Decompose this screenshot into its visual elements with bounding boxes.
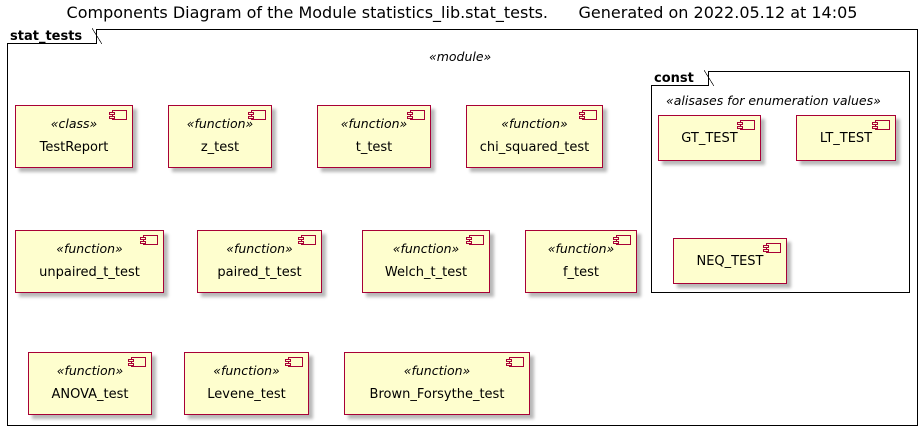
uml-component-icon	[613, 235, 631, 245]
component-name: Welch_t_test	[384, 265, 468, 280]
component-chi-squared-test[interactable]: «function» chi_squared_test	[466, 105, 603, 168]
component-name: GT_TEST	[681, 130, 738, 146]
diagram-title: Components Diagram of the Module statist…	[66, 3, 858, 22]
component-name: chi_squared_test	[479, 140, 590, 155]
const-package-name: const	[651, 70, 714, 86]
uml-component-icon	[466, 235, 484, 245]
component-anova-test[interactable]: «function» ANOVA_test	[28, 352, 152, 415]
component-name: LT_TEST	[819, 130, 873, 146]
component-stereotype: «function»	[186, 116, 254, 131]
uml-component-icon	[506, 357, 524, 367]
uml-component-icon	[763, 243, 781, 253]
uml-component-icon	[872, 120, 890, 130]
uml-component-icon	[248, 110, 266, 120]
component-stereotype: «function»	[547, 241, 615, 256]
component-name: NEQ_TEST	[696, 253, 764, 269]
uml-component-icon	[579, 110, 597, 120]
component-brown-forsythe-test[interactable]: «function» Brown_Forsythe_test	[344, 352, 530, 415]
component-paired-t-test[interactable]: «function» paired_t_test	[197, 230, 322, 293]
module-package-stat-tests: stat_tests «module» «class» TestReport «…	[7, 28, 918, 426]
component-stereotype: «function»	[56, 241, 123, 256]
component-testreport[interactable]: «class» TestReport	[15, 105, 133, 168]
component-stereotype: «function»	[501, 116, 568, 131]
uml-component-icon	[140, 235, 158, 245]
component-name: Brown_Forsythe_test	[369, 387, 505, 402]
component-levene-test[interactable]: «function» Levene_test	[184, 352, 309, 415]
uml-component-icon	[407, 110, 425, 120]
uml-component-icon	[285, 357, 303, 367]
component-neq-test[interactable]: NEQ_TEST	[673, 238, 787, 284]
uml-component-icon	[737, 120, 755, 130]
component-name: f_test	[562, 265, 600, 280]
module-stereotype: «module»	[429, 49, 492, 64]
module-package-name: stat_tests	[7, 28, 103, 44]
component-t-test[interactable]: «function» t_test	[317, 105, 431, 168]
component-name: unpaired_t_test	[39, 265, 140, 280]
component-name: ANOVA_test	[51, 387, 129, 402]
component-f-test[interactable]: «function» f_test	[525, 230, 637, 293]
component-gt-test[interactable]: GT_TEST	[658, 115, 761, 161]
component-lt-test[interactable]: LT_TEST	[796, 115, 896, 161]
const-package: const «alisases for enumeration values» …	[651, 70, 910, 293]
component-stereotype: «class»	[50, 116, 98, 131]
component-welch-t-test[interactable]: «function» Welch_t_test	[362, 230, 490, 293]
component-name: z_test	[200, 140, 240, 155]
component-stereotype: «function»	[392, 241, 460, 256]
component-stereotype: «function»	[403, 363, 471, 378]
component-stereotype: «function»	[226, 241, 293, 256]
uml-component-icon	[128, 357, 146, 367]
component-stereotype: «function»	[56, 363, 124, 378]
component-stereotype: «function»	[213, 363, 280, 378]
component-name: Levene_test	[207, 387, 286, 402]
component-name: TestReport	[39, 140, 109, 155]
component-name: paired_t_test	[217, 265, 302, 280]
uml-component-icon	[298, 235, 316, 245]
component-unpaired-t-test[interactable]: «function» unpaired_t_test	[15, 230, 164, 293]
component-name: t_test	[355, 140, 393, 155]
component-stereotype: «function»	[340, 116, 408, 131]
component-z-test[interactable]: «function» z_test	[168, 105, 272, 168]
const-stereotype: «alisases for enumeration values»	[666, 93, 881, 108]
uml-component-icon	[109, 110, 127, 120]
